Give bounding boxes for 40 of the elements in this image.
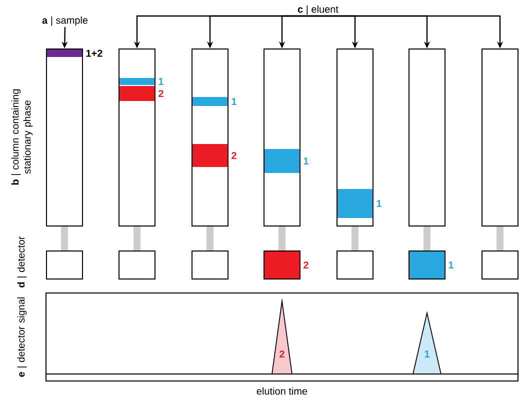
column-label: b | column containing stationary phase (11, 89, 33, 185)
compound-band (47, 50, 82, 57)
detector-box (118, 250, 156, 280)
component-number: 1 (448, 262, 454, 268)
column (482, 48, 518, 226)
connector-tube (206, 226, 214, 250)
compound-band (120, 78, 154, 85)
axis-label: elution time (256, 387, 308, 395)
connector-tube (424, 226, 430, 250)
column (408, 48, 446, 226)
compound-band (192, 97, 228, 106)
compound-band (192, 144, 228, 167)
component-number: 1+2 (86, 50, 102, 57)
detector-box (46, 250, 83, 280)
component-number: 1 (232, 98, 236, 105)
connector-tube (134, 226, 140, 250)
component-number: 2 (158, 90, 164, 97)
signal-panel (46, 292, 518, 382)
connector-tube (278, 226, 286, 250)
connector-tube (496, 226, 504, 250)
sample-label: a | sample (42, 16, 88, 26)
component-number: 1 (376, 200, 382, 207)
component-number: 2 (304, 262, 308, 268)
detector-box (192, 250, 228, 280)
compound-band (264, 149, 300, 173)
detector-box (264, 250, 300, 280)
eluent-label: c | eluent (298, 5, 338, 15)
component-number: 1 (158, 78, 164, 85)
signal-label: e | detector signal (17, 297, 27, 377)
component-number: 2 (232, 152, 236, 159)
connector-tube (352, 226, 358, 250)
compound-band (338, 189, 372, 218)
detector-box (408, 250, 446, 280)
detector-label: d | detector (17, 236, 27, 288)
connector-tube (61, 226, 68, 250)
detector-box (482, 250, 518, 280)
detector-box (336, 250, 374, 280)
column (46, 48, 83, 226)
component-number: 1 (304, 158, 308, 164)
compound-band (120, 86, 154, 101)
